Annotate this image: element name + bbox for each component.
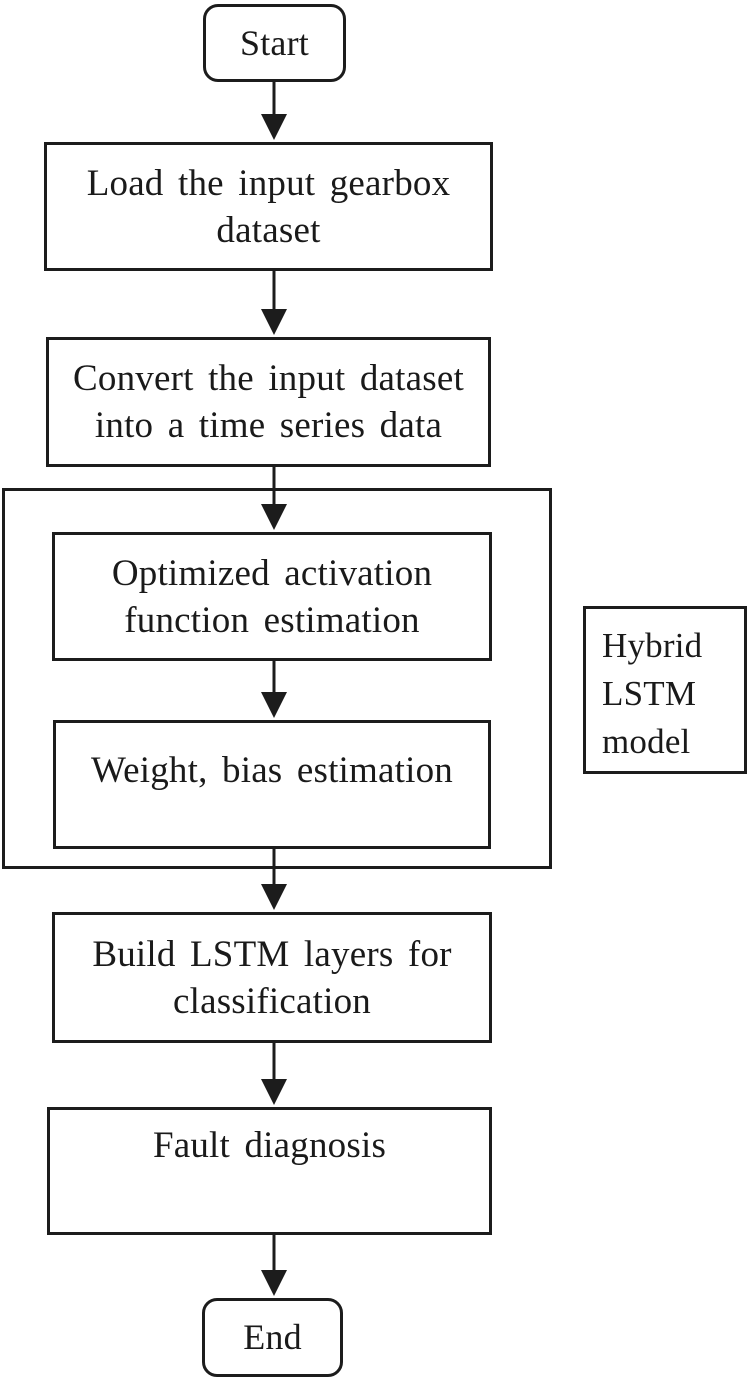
flow-node-optimized-activation: Optimized activation function estimation — [52, 532, 492, 661]
node-label: Start — [240, 22, 309, 63]
node-label-line: classification — [172, 980, 371, 1022]
flow-node-start: Start — [203, 4, 346, 82]
node-label-line: Load the input gearbox — [86, 162, 451, 204]
flow-node-weight-bias: Weight, bias estimation — [53, 720, 491, 849]
node-label: End — [243, 1317, 302, 1357]
node-label: Weight, bias estimation — [90, 750, 454, 791]
node-label-line: function estimation — [124, 599, 420, 641]
hybrid-lstm-group-frame — [2, 488, 552, 869]
flow-node-load-dataset: Load the input gearbox dataset — [44, 142, 493, 271]
flow-node-fault-diagnosis: Fault diagnosis — [47, 1107, 492, 1235]
hybrid-lstm-model-label: Hybrid LSTM model — [583, 606, 747, 774]
node-label-line: Hybrid — [602, 626, 703, 665]
arrow-build-to-fault — [261, 1043, 287, 1105]
arrow-convert-to-optimized — [261, 467, 287, 530]
node-label-line: LSTM — [602, 674, 697, 713]
node-label-line: model — [602, 722, 691, 761]
node-label-line: Optimized activation — [111, 552, 433, 594]
node-label-line: Build LSTM layers for — [92, 933, 452, 975]
arrow-load-to-convert — [261, 271, 287, 335]
node-label-line: Convert the input dataset — [73, 358, 464, 399]
flow-node-end: End — [202, 1298, 343, 1377]
arrow-fault-to-end — [261, 1235, 287, 1296]
flow-node-convert-time-series: Convert the input dataset into a time se… — [46, 337, 491, 467]
node-label-line: dataset — [216, 209, 321, 251]
node-label: Fault diagnosis — [152, 1125, 387, 1166]
arrow-start-to-load — [261, 81, 287, 140]
flow-node-build-lstm: Build LSTM layers for classification — [52, 912, 492, 1043]
node-label-line: into a time series data — [94, 405, 443, 446]
arrow-optimized-to-weight — [261, 661, 287, 718]
